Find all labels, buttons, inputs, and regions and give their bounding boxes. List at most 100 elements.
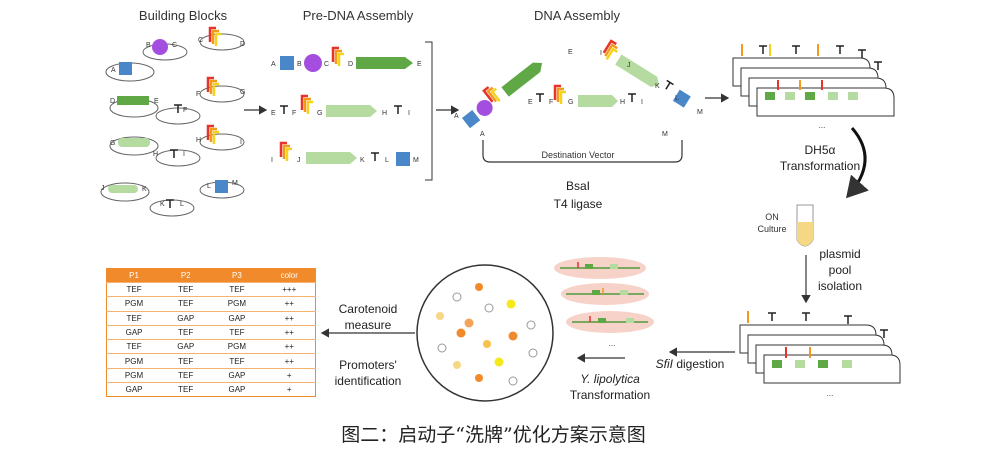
library-bottom-ellipsis: ... <box>827 389 834 398</box>
table-cell: + <box>263 367 316 383</box>
table-cell: TEF <box>106 310 162 326</box>
table-cell: ++ <box>263 339 316 354</box>
svg-text:I: I <box>408 110 410 117</box>
library-top-ellipsis: ... <box>819 121 826 130</box>
svg-text:F: F <box>196 91 200 98</box>
table-cell: TEF <box>210 353 264 369</box>
svg-text:K: K <box>655 83 660 90</box>
svg-text:E: E <box>271 110 276 117</box>
t4-ligase-label: T4 ligase <box>554 197 603 211</box>
svg-text:M: M <box>413 157 419 164</box>
curved-arrow-dh5a <box>846 127 869 199</box>
table-cell: + <box>263 382 316 397</box>
svg-text:G: G <box>317 110 322 117</box>
pool-label: pool <box>829 263 852 277</box>
svg-text:E: E <box>568 49 573 56</box>
pre-dna-row-3: I J K L M <box>271 141 419 166</box>
svg-text:I: I <box>183 151 185 158</box>
svg-text:L: L <box>675 95 679 102</box>
svg-text:G: G <box>568 99 573 106</box>
svg-text:L: L <box>180 201 184 208</box>
table-cell: PGM <box>210 296 264 312</box>
svg-text:F: F <box>183 107 187 114</box>
table-cell: GAP <box>161 339 211 354</box>
table-cell: TEF <box>210 324 264 340</box>
svg-text:H: H <box>382 110 387 117</box>
carotenoid-label: Carotenoid <box>339 302 398 316</box>
header-p1: P1 <box>106 268 162 283</box>
destination-vector-shape <box>482 140 683 163</box>
svg-text:I: I <box>600 50 602 57</box>
svg-text:G: G <box>240 89 245 96</box>
table-cell: GAP <box>210 367 264 383</box>
header-color: color <box>263 268 316 283</box>
svg-text:E: E <box>154 98 159 105</box>
svg-text:A: A <box>454 113 459 120</box>
destination-vector-label: Destination Vector <box>541 150 614 160</box>
svg-text:J: J <box>101 185 105 192</box>
sfii-digestion-label: SfiI digestion <box>656 357 725 371</box>
dna-assembly-fragments: A E E F G H I I J K L M A M <box>454 39 703 138</box>
block-b-part <box>152 39 168 55</box>
table-cell: TEF <box>161 353 211 369</box>
on-label: ON <box>765 212 779 222</box>
table-cell: GAP <box>106 382 162 397</box>
svg-text:J: J <box>627 62 631 69</box>
table-cell: TEF <box>161 324 211 340</box>
table-cell: +++ <box>263 281 316 297</box>
culture-liquid <box>797 222 813 246</box>
culture-label: Culture <box>757 224 786 234</box>
svg-text:C: C <box>172 42 177 49</box>
svg-text:E: E <box>417 61 422 68</box>
svg-text:K: K <box>142 186 147 193</box>
table-cell: TEF <box>161 281 211 297</box>
svg-text:C: C <box>324 61 329 68</box>
block-a-part <box>119 62 132 75</box>
pre-dna-row-1: A B C D E <box>271 46 422 72</box>
svg-text:I: I <box>271 157 273 164</box>
svg-text:L: L <box>207 183 211 190</box>
svg-text:K: K <box>160 201 165 208</box>
block-k-terminator-icon <box>165 199 175 209</box>
measure-label: measure <box>345 318 392 332</box>
svg-text:H: H <box>153 151 158 158</box>
block-d-gene <box>117 96 149 105</box>
svg-text:D: D <box>240 41 245 48</box>
svg-text:F: F <box>292 110 296 117</box>
transformation-label-2: Transformation <box>570 388 650 402</box>
table-cell: PGM <box>106 296 162 312</box>
transformation-label-1: Transformation <box>780 159 860 173</box>
svg-text:J: J <box>297 157 301 164</box>
table-cell: ++ <box>263 353 316 369</box>
table-cell: TEF <box>161 367 211 383</box>
plasmid-label: plasmid <box>819 247 860 261</box>
ylipolytica-label: Y. lipolytica <box>580 372 640 386</box>
table-cell: GAP <box>210 382 264 397</box>
table-cell: GAP <box>210 310 264 326</box>
block-g-gene <box>118 138 150 147</box>
block-e-terminator-icon <box>173 104 183 114</box>
table-cell: ++ <box>263 310 316 326</box>
building-block-labels: A B C C D D E F F G G H I H I J K K L L … <box>101 37 245 208</box>
digested-fragments <box>554 257 654 333</box>
svg-text:A: A <box>111 67 116 74</box>
pre-dna-bracket <box>425 41 433 181</box>
isolation-label: isolation <box>818 279 862 293</box>
svg-text:B: B <box>146 42 151 49</box>
table-header-row: P1 P2 P3 color <box>106 268 316 283</box>
svg-text:M: M <box>697 109 703 116</box>
table-cell: TEF <box>161 382 211 397</box>
svg-text:L: L <box>385 157 389 164</box>
svg-text:D: D <box>110 98 115 105</box>
svg-text:H: H <box>620 99 625 106</box>
promoters-label: Promoters' <box>339 358 397 372</box>
